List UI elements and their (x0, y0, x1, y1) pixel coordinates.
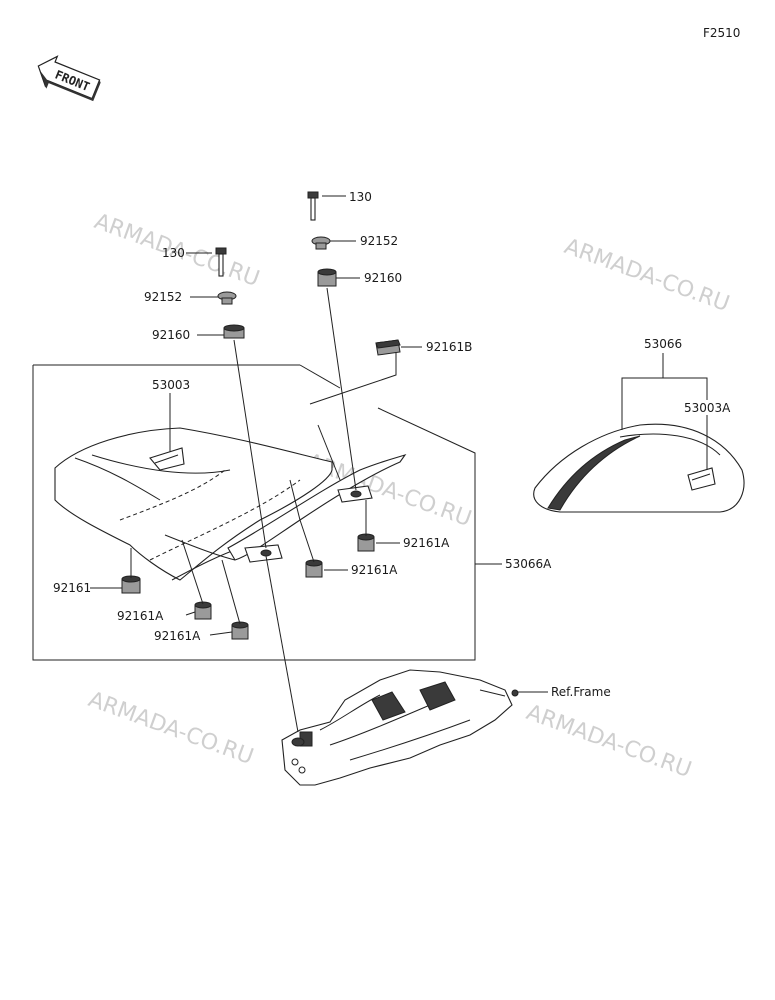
small-dampers (121, 533, 375, 640)
rear-seat (533, 423, 745, 513)
part-labels: 130 92152 92160 130 92152 92160 92161B 5… (53, 190, 731, 699)
label-bolt-left: 130 (162, 246, 185, 260)
label-seat-cover: 53003 (152, 378, 190, 392)
label-damper-a3: 92161A (117, 609, 164, 623)
label-damper-left: 92160 (152, 328, 190, 342)
label-bolt-right: 130 (349, 190, 372, 204)
label-seat-assy: 53066A (505, 557, 552, 571)
clip-b-part (375, 339, 401, 356)
watermark-4: ARMADA-CO.RU (85, 687, 257, 770)
leader-lines (90, 195, 708, 733)
fastener-stack-right (307, 191, 337, 287)
seat-brackets (244, 485, 373, 563)
frame (281, 669, 519, 786)
fastener-stack-left (215, 247, 245, 339)
label-washer-left: 92152 (144, 290, 182, 304)
label-clip-b: 92161B (426, 340, 472, 354)
label-rear-seat-cover: 53003A (684, 401, 731, 415)
label-ref-frame: Ref.Frame (551, 685, 611, 699)
label-damper-main: 92161 (53, 581, 91, 595)
label-damper-a1: 92161A (403, 536, 450, 550)
front-arrow-icon: FRONT (37, 55, 101, 102)
label-damper-right: 92160 (364, 271, 402, 285)
watermark-2: ARMADA-CO.RU (561, 234, 733, 317)
assembly-boundary (32, 364, 476, 661)
label-washer-right: 92152 (360, 234, 398, 248)
label-damper-a2: 92161A (351, 563, 398, 577)
watermark-5: ARMADA-CO.RU (523, 700, 695, 783)
figure-code: F2510 (703, 26, 740, 40)
label-damper-a4: 92161A (154, 629, 201, 643)
rider-seat (54, 427, 407, 581)
label-rear-seat: 53066 (644, 337, 682, 351)
